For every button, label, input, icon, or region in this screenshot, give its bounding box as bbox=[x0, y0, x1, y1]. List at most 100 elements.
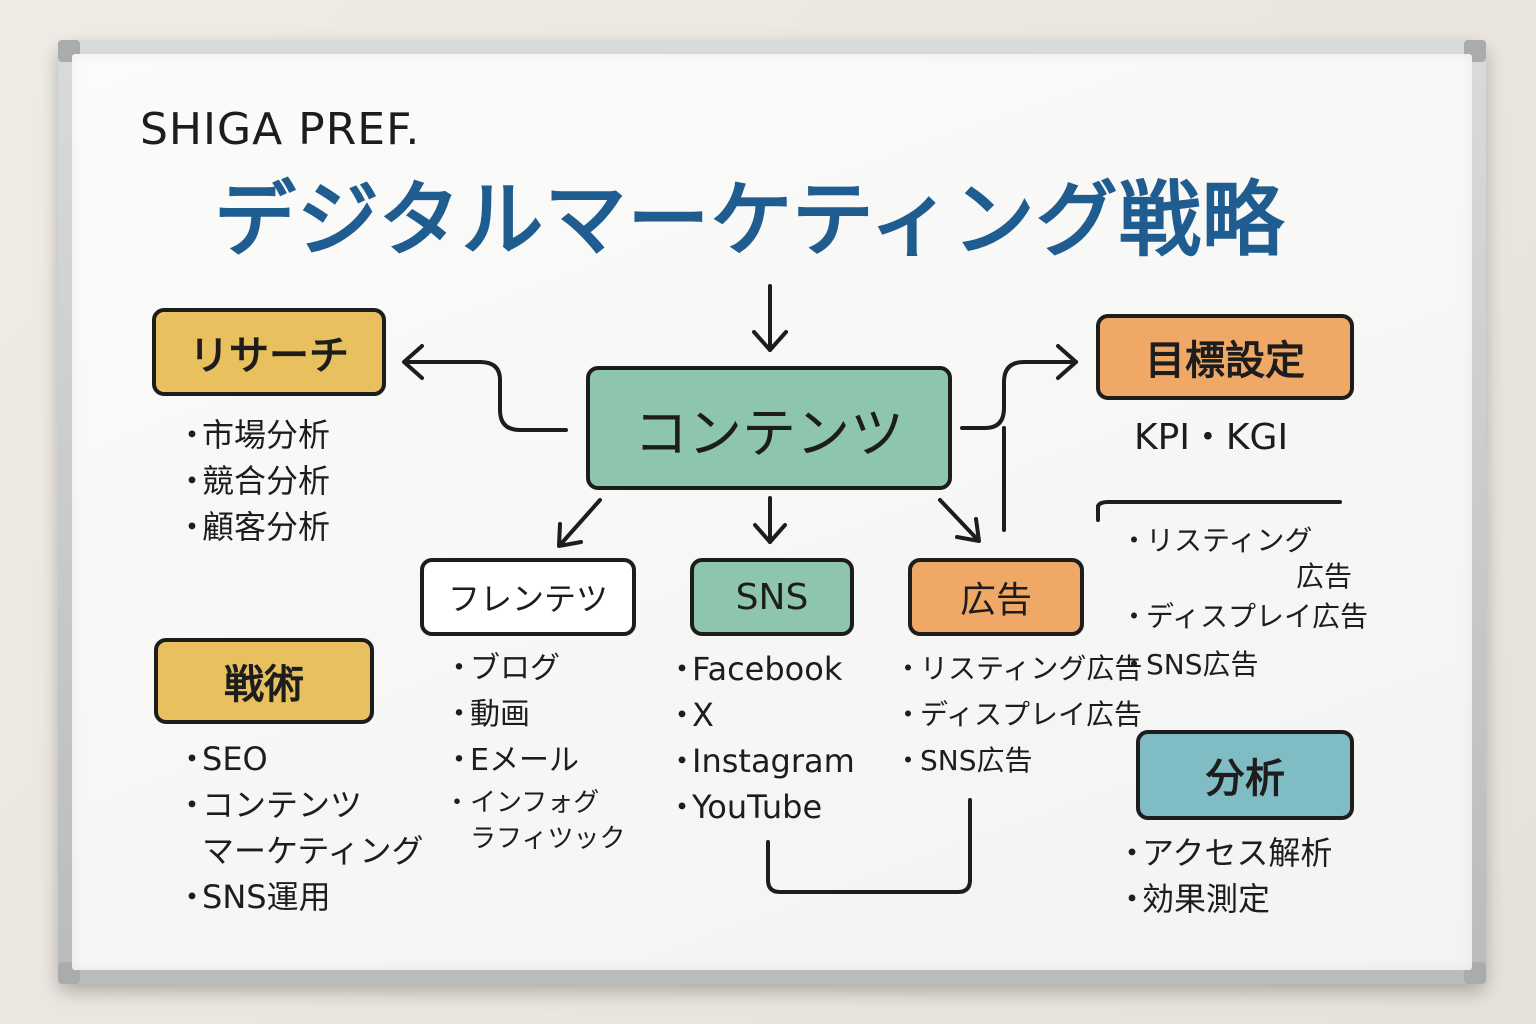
ads-list: ・リスティング広告 ・ディスプレイ広告 ・SNS広告 bbox=[894, 646, 1142, 784]
research-label: リサーチ bbox=[189, 333, 349, 379]
list-item: ・顧客分析 bbox=[176, 504, 330, 550]
bullet: ・ bbox=[666, 650, 699, 688]
ads-item: リスティング広告 bbox=[920, 652, 1143, 685]
tactics-item: SEO bbox=[202, 740, 268, 778]
tactics-item: コンテンツ bbox=[202, 786, 363, 824]
arrow-center-to-research bbox=[403, 360, 568, 432]
list-item: 広告 bbox=[1120, 560, 1368, 594]
sns-label: SNS bbox=[735, 576, 809, 618]
arrowhead bbox=[557, 522, 583, 548]
research-item: 市場分析 bbox=[202, 416, 331, 454]
right-ad-list: ・リスティング 広告 ・ディスプレイ広告 ・SNS広告 bbox=[1120, 522, 1368, 690]
right-list-item: リスティング bbox=[1146, 524, 1313, 557]
bullet: ・ bbox=[176, 878, 209, 916]
right-list-item: 広告 bbox=[1296, 560, 1353, 593]
list-item: ・効果測定 bbox=[1116, 876, 1332, 922]
bullet: ・ bbox=[444, 651, 474, 686]
bracket-sns-ads bbox=[766, 798, 972, 894]
research-item: 顧客分析 bbox=[202, 508, 331, 546]
research-list: ・市場分析 ・競合分析 ・顧客分析 bbox=[176, 412, 330, 550]
list-item: ・SEO bbox=[176, 736, 423, 782]
center-label: コンテンツ bbox=[634, 401, 904, 465]
analysis-item: 効果測定 bbox=[1142, 880, 1271, 918]
arrowhead bbox=[402, 344, 424, 380]
list-item: ・市場分析 bbox=[176, 412, 330, 458]
bullet: ・ bbox=[894, 652, 923, 685]
bullet: ・ bbox=[1116, 880, 1149, 918]
arrow-center-to-goal bbox=[960, 360, 1078, 430]
arrow-center-to-ads bbox=[938, 498, 980, 542]
bullet: ・ bbox=[176, 508, 209, 546]
content-item: インフォグ bbox=[470, 788, 600, 818]
list-item: ・YouTube bbox=[666, 784, 855, 830]
analysis-list: ・アクセス解析 ・効果測定 bbox=[1116, 830, 1332, 922]
bullet: ・ bbox=[176, 462, 209, 500]
bullet: ・ bbox=[444, 788, 471, 818]
bullet: ・ bbox=[894, 698, 923, 731]
bullet: ・ bbox=[1120, 648, 1149, 681]
right-list-item: ディスプレイ広告 bbox=[1146, 600, 1369, 633]
bullet: ・ bbox=[1116, 834, 1149, 872]
goal-sub: KPI・KGI bbox=[1134, 417, 1289, 458]
goal-label: 目標設定 bbox=[1145, 338, 1305, 384]
content-type-list: ・ブログ ・動画 ・Eメール ・インフォグ ラフィツック bbox=[444, 646, 625, 856]
arrowhead bbox=[955, 517, 981, 543]
analysis-box: 分析 bbox=[1136, 730, 1354, 820]
bullet: ・ bbox=[176, 416, 209, 454]
bullet: ・ bbox=[1120, 524, 1149, 557]
sns-list: ・Facebook ・X ・Instagram ・YouTube bbox=[666, 646, 855, 830]
tactics-label: 戦術 bbox=[224, 662, 304, 708]
sns-item: X bbox=[692, 696, 714, 734]
content-item: Eメール bbox=[470, 743, 579, 778]
list-item: ・Instagram bbox=[666, 738, 855, 784]
list-item: ・競合分析 bbox=[176, 458, 330, 504]
research-item: 競合分析 bbox=[202, 462, 331, 500]
bullet: ・ bbox=[1120, 600, 1149, 633]
list-item: ・リスティング bbox=[1120, 522, 1368, 560]
list-item: ・Eメール bbox=[444, 738, 625, 784]
bullet: ・ bbox=[444, 743, 474, 778]
arrowhead bbox=[752, 330, 788, 352]
research-box: リサーチ bbox=[152, 308, 386, 396]
list-item: ・アクセス解析 bbox=[1116, 830, 1332, 876]
arrowhead bbox=[753, 523, 787, 544]
bullet: ・ bbox=[666, 742, 699, 780]
content-type-box: フレンテツ bbox=[420, 558, 636, 636]
ads-item: ディスプレイ広告 bbox=[920, 698, 1143, 731]
list-item: ・SNS運用 bbox=[176, 874, 423, 920]
list-item: ・リスティング広告 bbox=[894, 646, 1142, 692]
list-item: ・インフォグ bbox=[444, 784, 625, 822]
ads-item: SNS広告 bbox=[920, 744, 1033, 777]
subtitle: SHIGA PREF. bbox=[140, 104, 421, 155]
content-item: 動画 bbox=[470, 697, 530, 732]
content-item: ブログ bbox=[470, 651, 560, 686]
sns-item: Instagram bbox=[692, 742, 855, 780]
list-item: マーケティング bbox=[176, 828, 423, 874]
tactics-item: マーケティング bbox=[202, 832, 424, 870]
page-title: デジタルマーケティング戦略 bbox=[214, 173, 1285, 268]
right-list-bracket bbox=[1096, 500, 1342, 522]
bullet: ・ bbox=[176, 786, 209, 824]
list-item: ・ディスプレイ広告 bbox=[1120, 594, 1368, 640]
arrowhead bbox=[1056, 344, 1078, 380]
list-item: ・Facebook bbox=[666, 646, 855, 692]
bullet: ・ bbox=[894, 744, 923, 777]
goal-box: 目標設定 bbox=[1096, 314, 1354, 400]
sns-box: SNS bbox=[690, 558, 854, 636]
analysis-label: 分析 bbox=[1205, 756, 1285, 802]
right-list-item: SNS広告 bbox=[1146, 648, 1259, 681]
arrow-center-to-content bbox=[558, 498, 602, 547]
list-item: ・ディスプレイ広告 bbox=[894, 692, 1142, 738]
list-item: ・ブログ bbox=[444, 646, 625, 692]
tactics-item: SNS運用 bbox=[202, 878, 331, 916]
tactics-box: 戦術 bbox=[154, 638, 374, 724]
bullet: ・ bbox=[444, 697, 474, 732]
bullet: ・ bbox=[176, 740, 209, 778]
sns-item: Facebook bbox=[692, 650, 843, 688]
sns-item: YouTube bbox=[692, 788, 823, 826]
list-item: ・SNS広告 bbox=[894, 738, 1142, 784]
content-type-label: フレンテツ bbox=[447, 580, 608, 618]
list-item: ・X bbox=[666, 692, 855, 738]
center-box: コンテンツ bbox=[586, 366, 952, 490]
